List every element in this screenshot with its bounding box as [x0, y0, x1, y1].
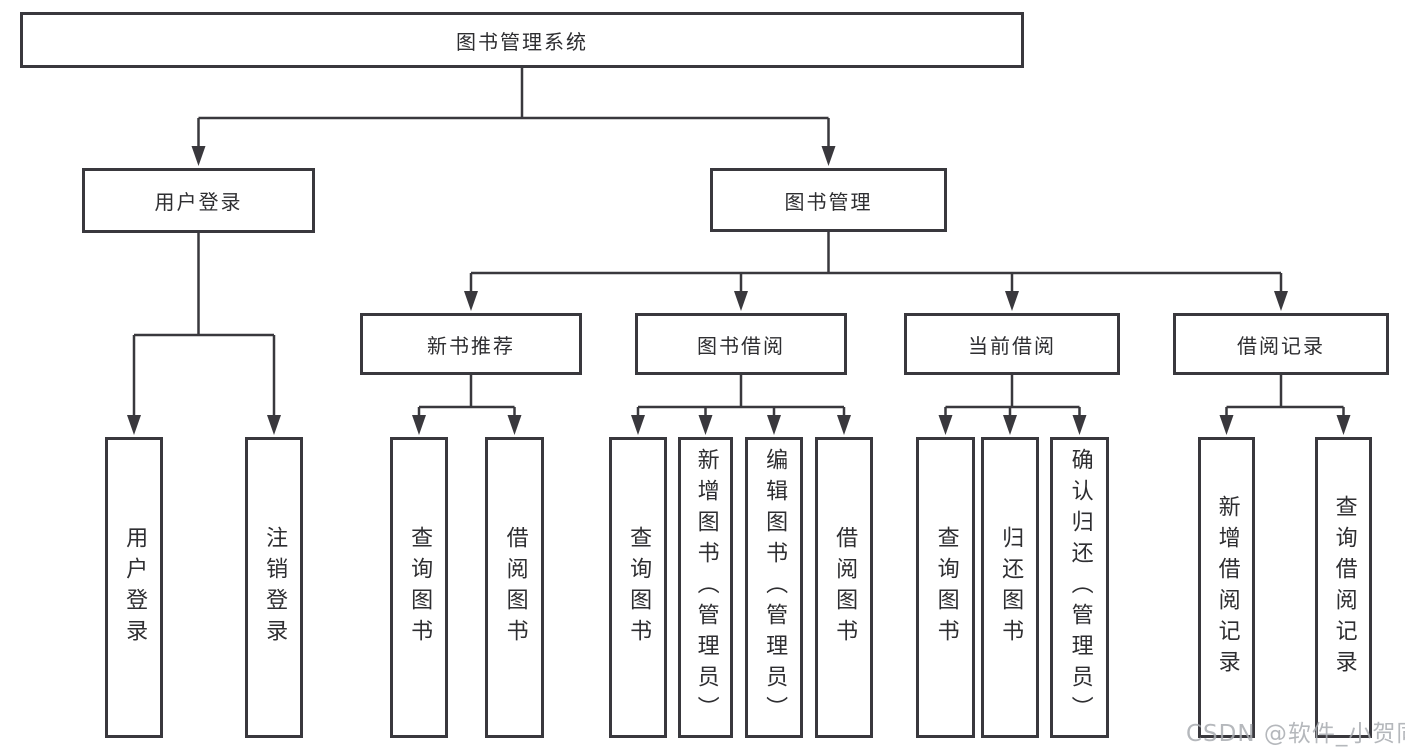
node-book-borrowing-label: 图书借阅 [697, 333, 785, 358]
node-leaf-return-books-label: 归还图书 [998, 525, 1024, 650]
node-borrowing-records: 借阅记录 [1173, 313, 1389, 375]
node-leaf-edit-book-admin: 编辑图书（管理员） [745, 437, 803, 738]
node-user-login-label: 用户登录 [154, 190, 243, 214]
node-leaf-logout: 注销登录 [245, 437, 303, 738]
node-user-login: 用户登录 [82, 168, 315, 233]
node-book-management-label: 图书管理 [784, 189, 873, 214]
node-leaf-confirm-return-admin-label: 确认归还（管理员） [1067, 448, 1093, 727]
node-leaf-edit-book-admin-label: 编辑图书（管理员） [762, 448, 788, 727]
node-leaf-query-books-current: 查询图书 [916, 437, 975, 738]
node-leaf-add-book-admin: 新增图书（管理员） [678, 437, 733, 738]
node-leaf-borrow-books-recommend-label: 借阅图书 [502, 525, 528, 650]
node-leaf-borrow-books-borrowing: 借阅图书 [815, 437, 873, 738]
node-leaf-query-books-borrowing-label: 查询图书 [626, 525, 652, 650]
node-library-system: 图书管理系统 [20, 12, 1024, 68]
node-leaf-add-borrow-record: 新增借阅记录 [1198, 437, 1255, 738]
node-leaf-query-books-borrowing: 查询图书 [609, 437, 667, 738]
node-leaf-query-borrow-record-label: 查询借阅记录 [1331, 494, 1357, 681]
node-new-book-recommend: 新书推荐 [360, 313, 582, 375]
node-current-borrowing: 当前借阅 [904, 313, 1120, 375]
node-new-book-recommend-label: 新书推荐 [427, 333, 515, 358]
node-book-management: 图书管理 [710, 168, 947, 232]
node-leaf-query-books-current-label: 查询图书 [933, 525, 959, 650]
node-leaf-add-book-admin-label: 新增图书（管理员） [693, 448, 719, 727]
node-leaf-user-login: 用户登录 [105, 437, 163, 738]
node-leaf-query-books-recommend-label: 查询图书 [407, 525, 433, 650]
node-leaf-borrow-books-borrowing-label: 借阅图书 [832, 525, 858, 650]
node-leaf-return-books: 归还图书 [981, 437, 1039, 738]
node-leaf-confirm-return-admin: 确认归还（管理员） [1050, 437, 1109, 738]
node-leaf-query-books-recommend: 查询图书 [390, 437, 448, 738]
node-borrowing-records-label: 借阅记录 [1237, 333, 1325, 358]
node-leaf-add-borrow-record-label: 新增借阅记录 [1214, 494, 1240, 681]
csdn-watermark: CSDN @软件_小贺同学 [1186, 721, 1405, 747]
node-leaf-logout-label: 注销登录 [262, 525, 288, 650]
node-library-system-label: 图书管理系统 [456, 29, 588, 54]
node-leaf-user-login-label: 用户登录 [122, 525, 148, 650]
node-leaf-query-borrow-record: 查询借阅记录 [1315, 437, 1372, 738]
node-current-borrowing-label: 当前借阅 [968, 333, 1056, 358]
node-book-borrowing: 图书借阅 [635, 313, 847, 375]
node-leaf-borrow-books-recommend: 借阅图书 [485, 437, 544, 738]
